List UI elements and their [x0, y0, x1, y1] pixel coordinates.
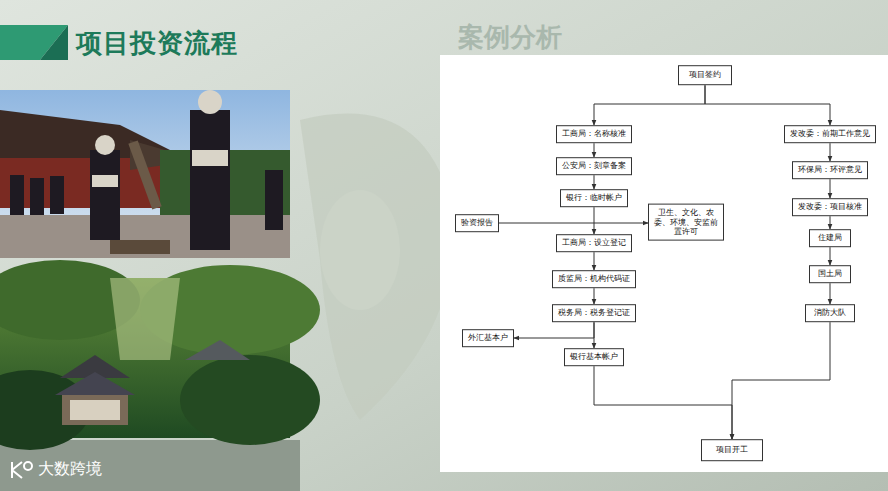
box-label: 工商局：名称核准: [562, 129, 626, 139]
process-box: 工商局：名称核准: [556, 125, 632, 143]
process-box: 质监局：机构代码证: [552, 270, 636, 288]
box-label: 卫生、文化、农委、环境、安监前置许可: [654, 208, 718, 237]
process-box: 外汇基本户: [462, 329, 514, 347]
box-label: 国土局: [818, 269, 842, 279]
box-label: 银行基本帐户: [570, 352, 618, 362]
process-box: 卫生、文化、农委、环境、安监前置许可: [648, 204, 724, 241]
box-label: 税务局：税务登记证: [558, 308, 630, 318]
terrace-field: [320, 190, 400, 310]
box-label: 项目开工: [716, 445, 748, 455]
flow-arrow: [594, 85, 705, 125]
box-label: 银行：临时帐户: [566, 193, 622, 203]
flow-arrow: [594, 175, 595, 189]
slide-title: 项目投资流程: [76, 26, 238, 61]
logo-icon: [12, 462, 32, 478]
flow-arrow: [594, 288, 595, 304]
process-box: 银行：临时帐户: [560, 189, 628, 207]
photo-dance: [0, 90, 290, 258]
box-label: 项目签约: [689, 70, 721, 80]
box-label: 消防大队: [814, 308, 846, 318]
flow-arrow: [705, 85, 830, 125]
flow-arrow: [830, 216, 831, 229]
box-label: 住建局: [818, 233, 842, 243]
box-label: 工商局：设立登记: [562, 238, 626, 248]
box-label: 公安局：刻章备案: [562, 161, 626, 171]
title-mark: [0, 25, 68, 60]
photo-pavilion: [0, 260, 320, 450]
flow-arrow: [594, 207, 595, 234]
flow-arrow: [594, 143, 595, 157]
process-box: 消防大队: [805, 304, 855, 322]
box-label: 环保局：环评意见: [798, 165, 862, 175]
process-box: 项目签约: [678, 65, 732, 85]
box-label: 发改委：前期工作意见: [790, 129, 870, 139]
flow-arrow: [830, 143, 831, 161]
chart-panel: [440, 55, 888, 472]
title-mark: [40, 25, 68, 60]
box-label: 发改委：项目核准: [798, 202, 862, 212]
logo-text: 大数跨境: [38, 459, 102, 480]
process-box: 环保局：环评意见: [792, 161, 868, 179]
flow-arrow: [830, 179, 831, 198]
box-label: 验资报告: [461, 218, 493, 228]
flow-arrow: [830, 247, 831, 265]
process-box: 银行基本帐户: [564, 348, 624, 366]
process-box: 税务局：税务登记证: [552, 304, 636, 322]
flow-arrow: [732, 322, 830, 439]
process-box: 项目开工: [701, 439, 763, 461]
terrace-field: [300, 114, 453, 420]
flow-arrow: [499, 223, 648, 224]
flow-arrow: [830, 283, 831, 304]
process-box: 发改委：前期工作意见: [784, 125, 876, 143]
process-box: 发改委：项目核准: [792, 198, 868, 216]
process-box: 工商局：设立登记: [556, 234, 632, 252]
process-box: 公安局：刻章备案: [556, 157, 632, 175]
process-box: 验资报告: [455, 214, 499, 232]
watermark-text: 案例分析: [458, 20, 562, 55]
process-box: 住建局: [809, 229, 851, 247]
flow-arrow: [594, 252, 595, 270]
box-label: 外汇基本户: [468, 333, 508, 343]
box-label: 质监局：机构代码证: [558, 274, 630, 284]
process-box: 国土局: [809, 265, 851, 283]
flow-arrow: [514, 322, 594, 338]
flow-arrow: [594, 366, 732, 439]
